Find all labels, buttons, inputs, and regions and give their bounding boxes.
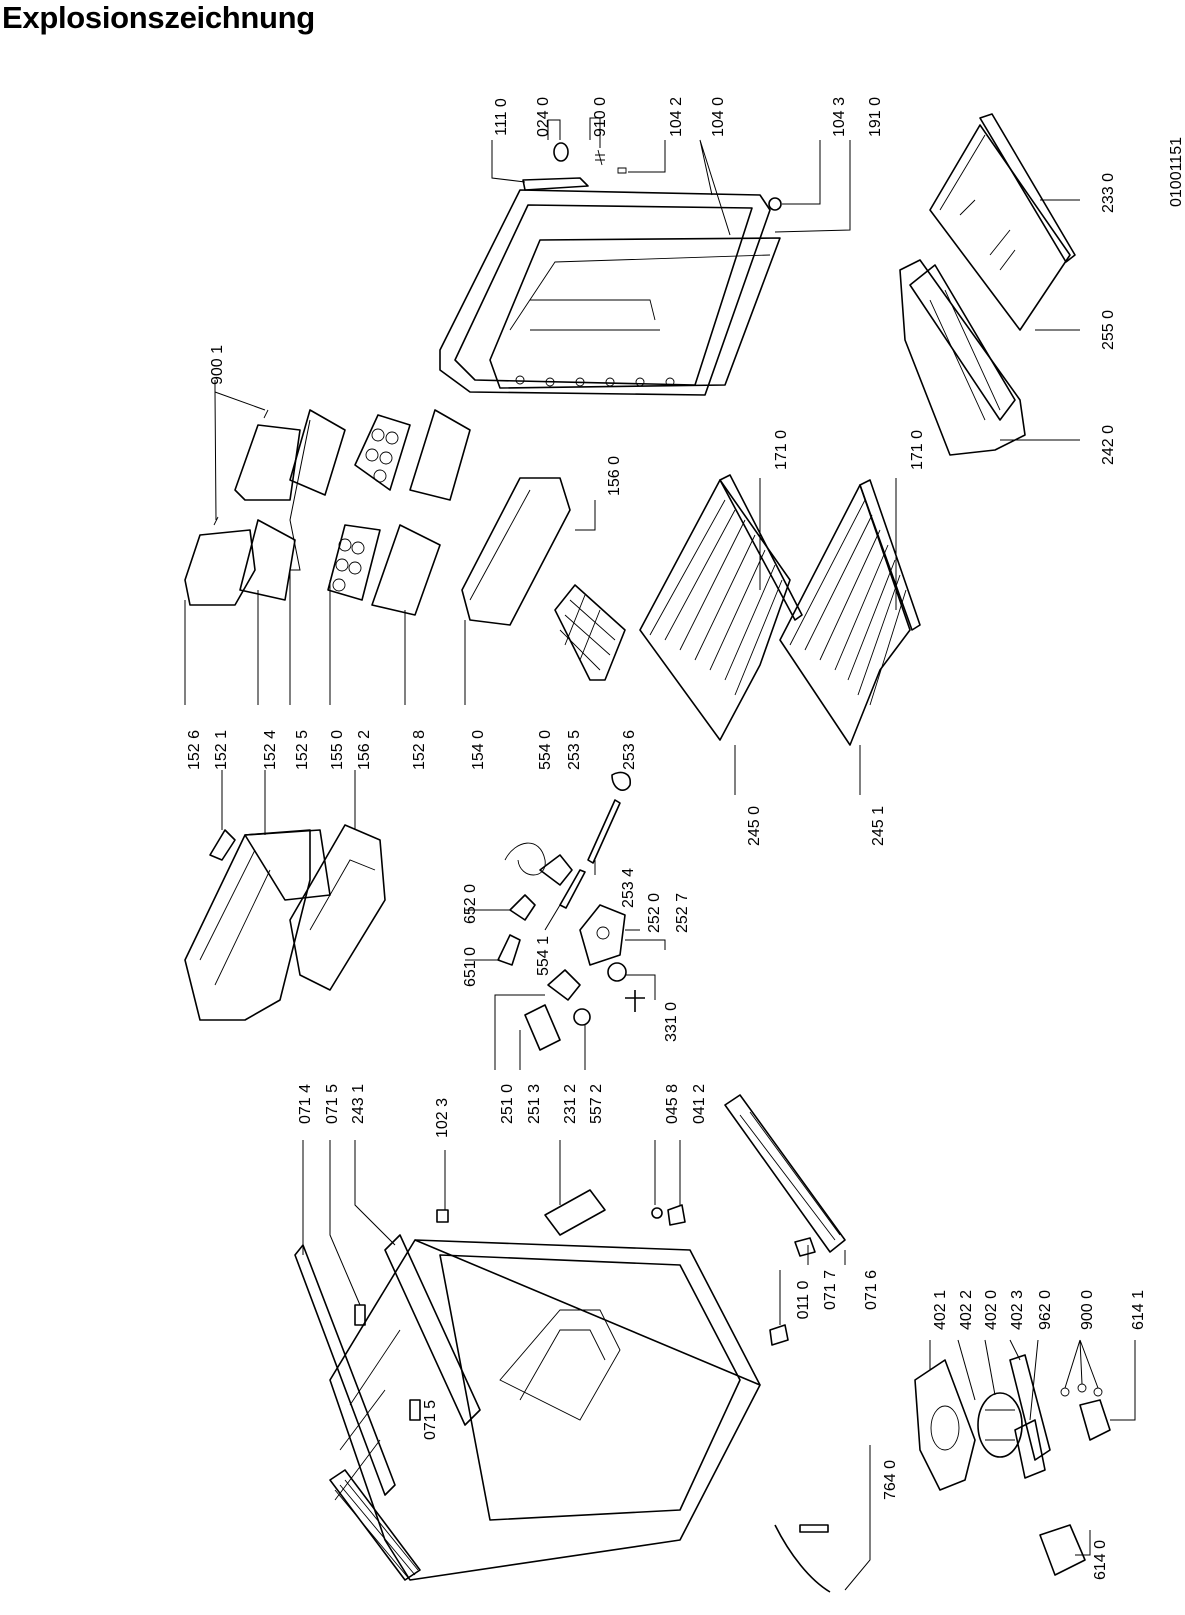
part-label: 402 3 — [1009, 1290, 1026, 1330]
part-label: 252 7 — [674, 893, 691, 933]
part-label: 614 1 — [1130, 1290, 1147, 1330]
page-title: Explosionszeichnung — [2, 0, 315, 35]
part-label: 102 3 — [434, 1098, 451, 1138]
part-label: 251 0 — [499, 1084, 516, 1124]
part-label: 041 2 — [691, 1084, 708, 1124]
part-label: 900 1 — [209, 345, 226, 385]
part-label: 652 0 — [462, 884, 479, 924]
part-label: 614 0 — [1092, 1540, 1109, 1580]
part-label: 191 0 — [867, 97, 884, 137]
part-label: 764 0 — [882, 1460, 899, 1500]
part-label: 554 0 — [537, 730, 554, 770]
part-label: 402 0 — [983, 1290, 1000, 1330]
part-label: 071 4 — [297, 1084, 314, 1124]
part-label: 251 3 — [526, 1084, 543, 1124]
glass-shelf-and-crisper — [899, 113, 1080, 456]
part-label: 104 0 — [710, 97, 727, 137]
part-label: 557 2 — [588, 1084, 605, 1124]
part-label: 245 1 — [870, 806, 887, 846]
part-label: 962 0 — [1037, 1290, 1054, 1330]
part-label: 402 1 — [932, 1290, 949, 1330]
part-label: 011 0 — [795, 1280, 812, 1319]
part-label: 071 6 — [863, 1270, 880, 1310]
part-label: 111 0 — [493, 98, 510, 136]
part-label: 152 6 — [186, 730, 203, 770]
part-label: 154 0 — [470, 730, 487, 770]
part-label: 152 5 — [294, 730, 311, 770]
door-assembly — [439, 117, 851, 396]
part-label: 233 0 — [1100, 173, 1117, 213]
part-label: 152 1 — [213, 730, 230, 770]
part-label: 651 0 — [462, 947, 479, 987]
part-label: 156 0 — [606, 456, 623, 496]
part-label: 900 0 — [1079, 1290, 1096, 1330]
part-label: 071 5 — [324, 1084, 341, 1124]
part-label: 155 0 — [329, 730, 346, 770]
part-label: 243 1 — [350, 1084, 367, 1124]
part-label: 071 5 — [422, 1400, 439, 1440]
part-label: 402 2 — [958, 1290, 975, 1330]
part-label: 171 0 — [909, 430, 926, 470]
part-label: 252 0 — [646, 893, 663, 933]
part-label: 253 4 — [620, 868, 637, 908]
part-label: 104 2 — [668, 97, 685, 137]
freezer-compartment — [184, 770, 386, 1021]
part-label: 245 0 — [746, 806, 763, 846]
part-label: 253 6 — [621, 730, 638, 770]
part-label: 152 4 — [262, 730, 279, 770]
document-id: 01001151 — [1168, 137, 1185, 207]
part-label: 231 2 — [562, 1084, 579, 1124]
part-label: 253 5 — [566, 730, 583, 770]
cabinet-body — [294, 1094, 871, 1593]
part-label: 255 0 — [1100, 310, 1117, 350]
part-label: 156 2 — [356, 730, 373, 770]
part-label: 331 0 — [663, 1002, 680, 1042]
wire-shelves — [639, 474, 921, 795]
compressor-assembly — [914, 1339, 1136, 1576]
part-label: 910 0 — [592, 97, 609, 137]
part-label: 104 3 — [831, 97, 848, 137]
part-label: 152 8 — [411, 730, 428, 770]
part-label: 242 0 — [1100, 425, 1117, 465]
thermostat-group — [465, 771, 666, 1070]
part-label: 024 0 — [535, 97, 552, 137]
part-label: 071 7 — [822, 1270, 839, 1310]
part-label-group: 111 0 024 0 910 0 104 2 104 0 104 3 191 … — [186, 97, 1147, 1580]
part-label: 171 0 — [773, 430, 790, 470]
part-label: 045 8 — [664, 1084, 681, 1124]
door-bins — [184, 380, 626, 705]
part-label: 554 1 — [535, 936, 552, 976]
